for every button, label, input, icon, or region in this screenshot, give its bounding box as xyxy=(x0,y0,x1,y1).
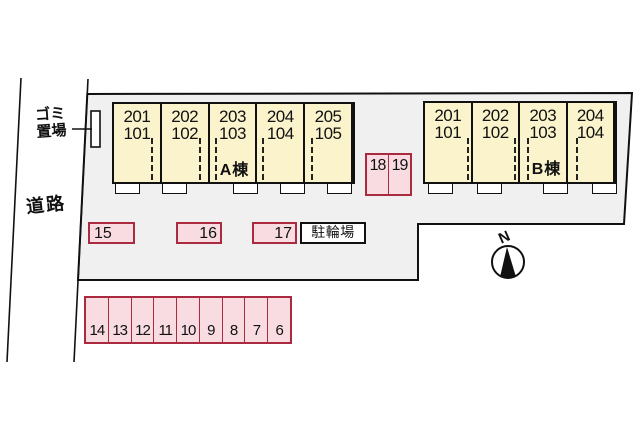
partition-dashed-line xyxy=(514,138,516,180)
unit-number-lower: 103 xyxy=(219,123,246,143)
road-edge-right xyxy=(73,78,89,363)
building-b: 201 101 202 102 203 103 204 104 B棟 xyxy=(423,101,617,194)
building-b-label: B棟 xyxy=(531,161,562,178)
unit-number-upper: 204 xyxy=(576,106,604,125)
road-edge-left xyxy=(6,77,22,363)
parking-stall-16: 16 xyxy=(176,222,222,244)
compass-needle-icon xyxy=(500,247,516,277)
partition-dashed-line xyxy=(311,138,313,180)
unit-number-upper: 201 xyxy=(123,107,151,126)
porch xyxy=(115,183,140,194)
unit-number-upper: 202 xyxy=(171,107,199,126)
parking-stall-7: 7 xyxy=(245,298,269,342)
unit-number-lower: 102 xyxy=(171,123,199,143)
unit-a-205-105: 205 105 xyxy=(305,104,353,182)
porch xyxy=(280,183,305,194)
unit-number-lower: 101 xyxy=(434,122,462,142)
parking-stall-19: 19 xyxy=(391,157,409,174)
unit-a-203-103: 203 103 xyxy=(210,104,258,182)
unit-number-lower: 103 xyxy=(529,122,557,142)
porch xyxy=(592,183,617,194)
unit-number-lower: 105 xyxy=(314,123,342,143)
porch xyxy=(327,183,352,194)
unit-number-upper: 202 xyxy=(481,106,509,125)
porch xyxy=(543,183,568,194)
partition-dashed-line xyxy=(199,138,201,180)
unit-a-204-104: 204 104 xyxy=(257,104,306,182)
garbage-label-line2: 置場 xyxy=(35,121,68,141)
unit-b-202-102: 202 102 xyxy=(473,103,520,182)
parking-stall-15: 15 xyxy=(88,222,135,244)
unit-a-202-102: 202 102 xyxy=(162,104,210,182)
unit-number-lower: 104 xyxy=(266,123,294,143)
unit-number-lower: 102 xyxy=(481,122,509,142)
unit-number-lower: 101 xyxy=(123,123,151,143)
unit-b-203-103: 203 103 xyxy=(520,103,568,182)
parking-stall-pair-18-19: 18 19 xyxy=(365,153,412,196)
parking-stall-12: 12 xyxy=(132,298,155,342)
partition-dashed-line xyxy=(576,138,578,180)
unit-number-lower: 104 xyxy=(576,122,604,142)
porch xyxy=(428,183,453,194)
partition-dashed-line xyxy=(262,138,264,180)
parking-stall-8: 8 xyxy=(223,298,246,342)
unit-a-201-101: 201 101 xyxy=(114,104,162,182)
garbage-area-box xyxy=(90,110,101,148)
unit-number-upper: 204 xyxy=(266,107,294,126)
parking-stall-18: 18 xyxy=(367,155,389,194)
porch xyxy=(477,183,502,194)
partition-dashed-line xyxy=(151,138,153,180)
unit-number-upper: 203 xyxy=(219,107,246,126)
bicycle-parking-box: 駐輪場 xyxy=(300,222,366,244)
road-label: 道路 xyxy=(25,192,68,218)
unit-number-upper: 203 xyxy=(529,106,557,125)
porch xyxy=(162,183,187,194)
parking-stall-17: 17 xyxy=(252,222,297,244)
unit-number-upper: 205 xyxy=(314,107,342,126)
building-a: 201 101 202 102 203 103 204 104 205 105 xyxy=(112,102,355,194)
partition-dashed-line xyxy=(467,138,469,180)
building-a-label: A棟 xyxy=(219,162,250,179)
parking-row-6-14: 14 13 12 11 10 9 8 7 6 xyxy=(84,296,292,344)
partition-dashed-line xyxy=(215,138,217,180)
garbage-area-label: ゴミ 置場 xyxy=(27,105,75,142)
porch xyxy=(233,183,258,194)
parking-stall-6: 6 xyxy=(275,322,283,339)
parking-stall-14: 14 xyxy=(86,298,109,342)
parking-stall-11: 11 xyxy=(154,298,178,342)
unit-b-204-104: 204 104 xyxy=(568,103,615,182)
parking-stall-13: 13 xyxy=(109,298,132,342)
partition-dashed-line xyxy=(527,138,529,180)
parking-stall-10: 10 xyxy=(177,298,200,342)
parking-stall-9: 9 xyxy=(200,298,223,342)
unit-number-upper: 201 xyxy=(434,106,462,125)
unit-b-201-101: 201 101 xyxy=(425,103,473,182)
